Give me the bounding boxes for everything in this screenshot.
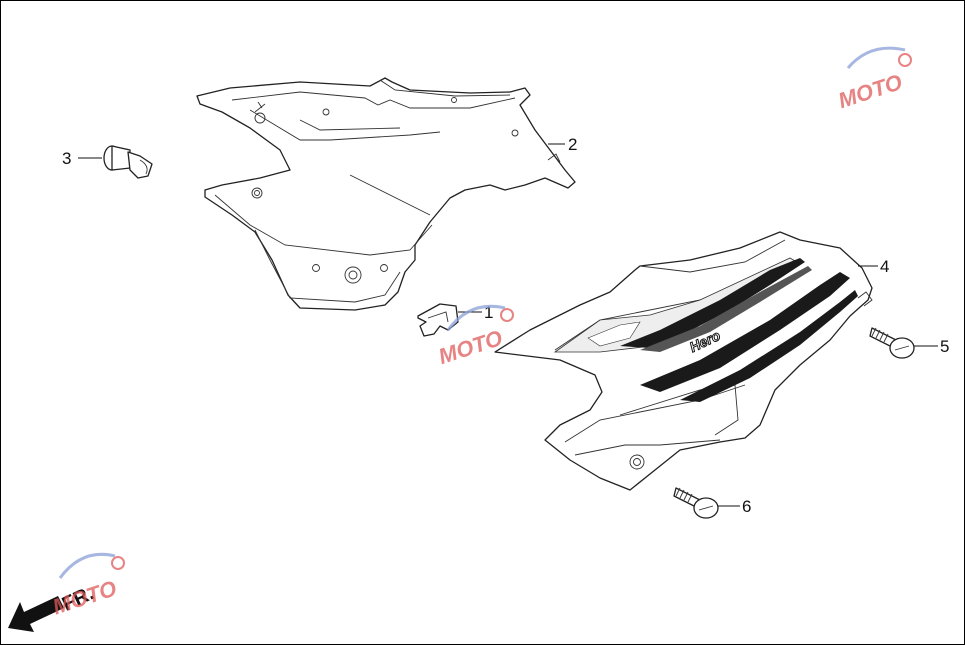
svg-text:MOTO: MOTO [49,575,119,619]
callout-2: 2 [568,135,577,154]
callout-1: 1 [484,303,493,322]
callout-5: 5 [940,337,949,356]
part-5-screw[interactable] [869,327,915,359]
swoosh-icon [58,552,116,579]
moto-watermark-top-right: MOTO [835,46,912,113]
svg-text:MOTO: MOTO [835,69,905,113]
swoosh-icon [846,46,906,69]
part-2-inner-side-cover[interactable] [196,77,576,311]
callout-3: 3 [62,149,71,168]
moto-watermark-bottom-left: MOTO [49,552,125,619]
arrow-icon [8,596,64,632]
gear-icon [111,556,125,570]
swoosh-icon [446,304,506,331]
svg-text:MOTO: MOTO [435,325,505,369]
front-direction-arrow [8,596,64,632]
gear-icon [898,53,912,67]
callout-6: 6 [742,497,751,516]
part-1-clip[interactable] [417,303,459,337]
callout-4: 4 [880,257,889,276]
part-4-outer-side-cover[interactable] [494,231,873,491]
part-6-screw[interactable] [673,487,719,519]
gear-icon [500,308,514,322]
part-3-grommet[interactable] [103,145,153,179]
